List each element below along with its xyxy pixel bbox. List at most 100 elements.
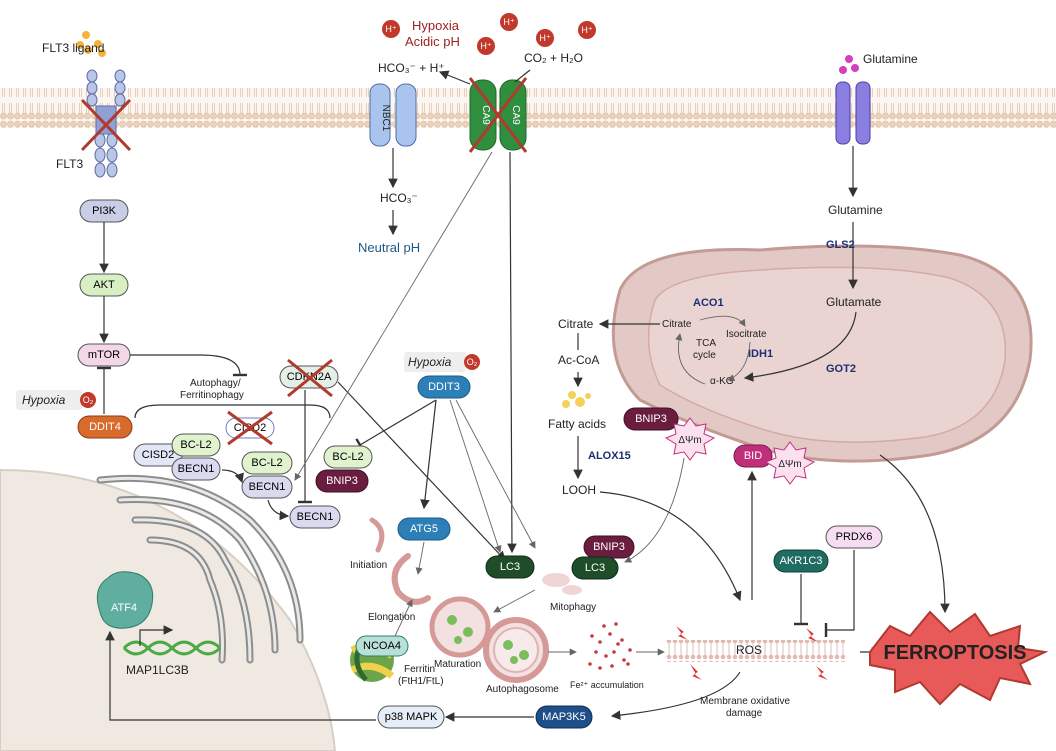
hypoxia-top-label: Hypoxia [412,18,460,33]
svg-text:LC3: LC3 [500,561,520,573]
ros-bolts [676,626,828,680]
svg-text:O₂: O₂ [83,395,94,405]
delta-psi-burst-a: ΔΨm [664,417,716,461]
iron-dots [588,622,632,670]
glutamine-label: Glutamine [828,203,883,217]
ncoa4-node: NCOA4 [355,635,409,657]
svg-text:MAP3K5: MAP3K5 [542,711,585,723]
svg-text:H⁺: H⁺ [503,17,514,27]
svg-text:H⁺: H⁺ [581,25,592,35]
svg-text:CISD2: CISD2 [142,449,174,461]
akg-label: α-KG [710,376,734,387]
svg-text:DDIT3: DDIT3 [428,381,460,393]
glutamine-dots [839,55,859,74]
svg-text:NCOA4: NCOA4 [363,640,401,652]
flt3-ligand-label: FLT3 ligand [42,41,104,55]
svg-text:BC-L2: BC-L2 [180,439,211,451]
svg-text:CA9: CA9 [510,105,521,125]
co2-h2o-label: CO₂ + H₂O [524,51,583,65]
delta-psi-burst-b: ΔΨm [764,441,816,485]
svg-text:BID: BID [744,450,762,462]
membrane-damage-sub-label: damage [726,708,763,719]
svg-text:p38 MAPK: p38 MAPK [385,711,438,723]
cdkn2a-node: CDKN2A [279,358,339,398]
svg-text:H⁺: H⁺ [539,33,550,43]
akt-node: AKT [79,273,129,297]
ros-label: ROS [736,643,762,657]
svg-text:ΔΨm: ΔΨm [778,459,801,470]
atf4-node: ATF4 [96,571,154,629]
svg-text:H⁺: H⁺ [385,24,396,34]
svg-text:BNIP3: BNIP3 [635,413,667,425]
membrane-damage-label: Membrane oxidative [700,696,790,707]
svg-text:FERROPTOSIS: FERROPTOSIS [884,642,1027,664]
autophagy-label: Autophagy/ [190,378,241,389]
aco1-label: ACO1 [693,297,724,309]
becn1-free-node: BECN1 [289,505,341,529]
ferritin-label: Ferritin [404,664,435,675]
svg-text:H⁺: H⁺ [480,41,491,51]
hypoxia-left-box: Hypoxia O₂ [16,390,96,410]
svg-text:O₂: O₂ [467,357,478,367]
flt3-receptor [86,69,126,178]
elongation-label: Elongation [368,612,415,623]
svg-text:BC-L2: BC-L2 [251,457,282,469]
svg-text:mTOR: mTOR [88,349,120,361]
idh1-label: IDH1 [748,348,773,360]
lc3-node-a: LC3 [485,555,535,579]
ferritinophagy-label: Ferritinophagy [180,390,244,401]
autophagosome-label: Autophagosome [486,684,559,695]
bnip3-lc3-complex: BNIP3 LC3 [571,535,635,580]
svg-text:PRDX6: PRDX6 [836,531,873,543]
acoa-label: Ac-CoA [558,353,599,367]
hco3-h-label: HCO₃⁻ + H⁺ [378,61,445,75]
maturation-label: Maturation [434,659,481,670]
got2-label: GOT2 [826,363,856,375]
hypoxia-mid-box: Hypoxia O₂ [404,352,480,372]
tca-label: TCA [696,338,716,349]
damaged-membrane [665,640,845,662]
nucleus [0,468,337,751]
map1lc3b-label: MAP1LC3B [126,663,189,677]
prdx6-node: PRDX6 [825,525,883,549]
gls2-label: GLS2 [826,239,855,251]
plasma-membrane [0,88,1056,128]
citrate-mito-label: Citrate [662,319,692,330]
svg-text:BECN1: BECN1 [249,481,286,493]
svg-text:DDIT4: DDIT4 [89,421,121,433]
akr1c3-node: AKR1C3 [773,549,829,573]
mitophagy-label: Mitophagy [550,602,596,613]
bcl2-bnip3-complex: BC-L2 BNIP3 [315,445,373,493]
bcl2-becn1-complex: BC-L2 BECN1 [241,451,293,499]
svg-text:BNIP3: BNIP3 [326,475,358,487]
svg-text:ATG5: ATG5 [410,523,438,535]
svg-text:ATF4: ATF4 [111,602,137,614]
flt3-inhibited-x [80,98,132,152]
ddit4-node: DDIT4 [77,415,133,439]
pi3k-node: PI3K [79,199,129,223]
glutamine-top-label: Glutamine [863,52,918,66]
ferroptosis-burst: FERROPTOSIS [869,610,1049,706]
elongation-phagophore [391,553,431,605]
svg-text:CA9: CA9 [480,105,491,125]
cycle-label: cycle [693,350,716,361]
dna-helix [122,640,222,656]
svg-text:NBC1: NBC1 [380,105,391,132]
svg-text:BECN1: BECN1 [297,511,334,523]
citrate-label: Citrate [558,317,594,331]
bid-node: BID [733,444,773,468]
svg-text:AKR1C3: AKR1C3 [780,555,823,567]
svg-text:LC3: LC3 [585,562,605,574]
cisd2-inhibited: CISD2 [225,410,275,446]
ca9-inhibited-x [468,77,528,153]
alox15-label: ALOX15 [588,450,631,462]
looh-label: LOOH [562,483,596,497]
svg-text:BNIP3: BNIP3 [593,541,625,553]
svg-text:Hypoxia: Hypoxia [408,355,452,369]
bnip3-mito-node: BNIP3 [623,407,679,431]
maturation-vesicle [429,596,491,658]
glutamine-transporter [835,81,871,145]
initiation-phagophore [369,517,385,553]
svg-text:Hypoxia: Hypoxia [22,393,66,407]
mtor-node: mTOR [77,343,131,367]
